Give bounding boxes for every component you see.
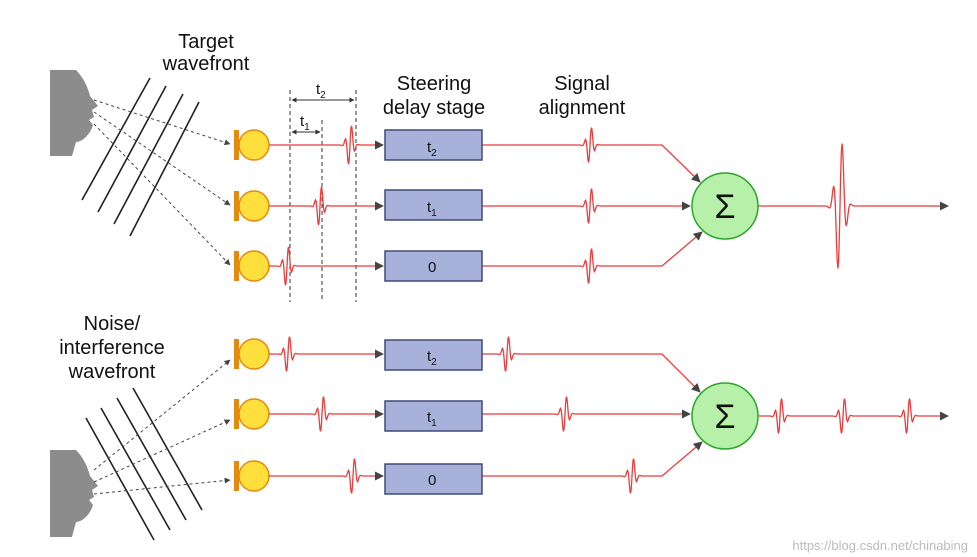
trace-top-3-in	[269, 246, 384, 286]
svg-text:t2: t2	[427, 348, 437, 368]
sensor-top-1	[234, 129, 270, 161]
sensor-bottom-1	[234, 338, 270, 370]
target-source-face	[50, 70, 98, 156]
trace-top-3-out	[482, 231, 703, 284]
target-wavefront-lines	[81, 77, 200, 237]
trace-bottom-3-out	[482, 441, 703, 494]
sensor-bottom-2	[234, 398, 270, 430]
trace-top-2-out	[482, 188, 691, 224]
delay-box-top-t1: t1	[384, 189, 483, 221]
svg-text:Σ: Σ	[714, 188, 735, 226]
alignment-label-2: alignment	[539, 97, 626, 119]
trace-top-sum-out	[758, 143, 949, 269]
sensor-top-3	[234, 250, 270, 282]
watermark: https://blog.csdn.net/chinabing	[792, 538, 968, 553]
sensor-top-2	[234, 190, 270, 222]
delay-box-bottom-t1: t1	[384, 400, 483, 432]
steering-label-2: delay stage	[383, 97, 485, 119]
target-rays	[93, 99, 231, 266]
signal-traces	[269, 125, 949, 494]
delay-box-top-t2: t2	[384, 129, 483, 161]
summation-node-top: Σ	[691, 172, 759, 240]
svg-text:t1: t1	[427, 409, 437, 429]
svg-text:t2: t2	[427, 139, 437, 159]
sensor-bottom-3	[234, 460, 270, 492]
trace-top-2-in	[269, 186, 384, 226]
t2-span-label: t2	[316, 81, 326, 101]
noise-label-1: Noise/	[84, 313, 141, 335]
svg-text:t1: t1	[427, 199, 437, 219]
svg-text:0: 0	[428, 472, 436, 489]
noise-label-3: wavefront	[68, 361, 156, 383]
target-wavefront-label-1: Target	[178, 31, 234, 53]
noise-source-face	[50, 450, 98, 537]
noise-label-2: interference	[59, 337, 165, 359]
trace-bottom-3-in	[269, 458, 384, 494]
trace-bottom-sum-out	[758, 398, 949, 434]
t1-span-label: t1	[300, 113, 310, 133]
trace-bottom-1-out	[482, 336, 701, 393]
noise-rays	[93, 359, 231, 495]
svg-text:Σ: Σ	[714, 398, 735, 436]
noise-wavefront-lines	[85, 387, 203, 541]
svg-text:0: 0	[428, 259, 436, 276]
target-wavefront-label-2: wavefront	[162, 53, 250, 75]
summation-node-bottom: Σ	[691, 382, 759, 450]
delay-box-top-0: 0	[384, 250, 483, 282]
delay-box-bottom-t2: t2	[384, 339, 483, 371]
steering-label-1: Steering	[397, 73, 472, 95]
trace-bottom-2-out	[482, 396, 691, 432]
trace-top-1-out	[482, 127, 701, 183]
trace-bottom-2-in	[269, 396, 384, 432]
delay-box-bottom-0: 0	[384, 463, 483, 495]
alignment-label-1: Signal	[554, 73, 610, 95]
trace-top-1-in	[269, 125, 384, 165]
trace-bottom-1-in	[269, 336, 384, 372]
